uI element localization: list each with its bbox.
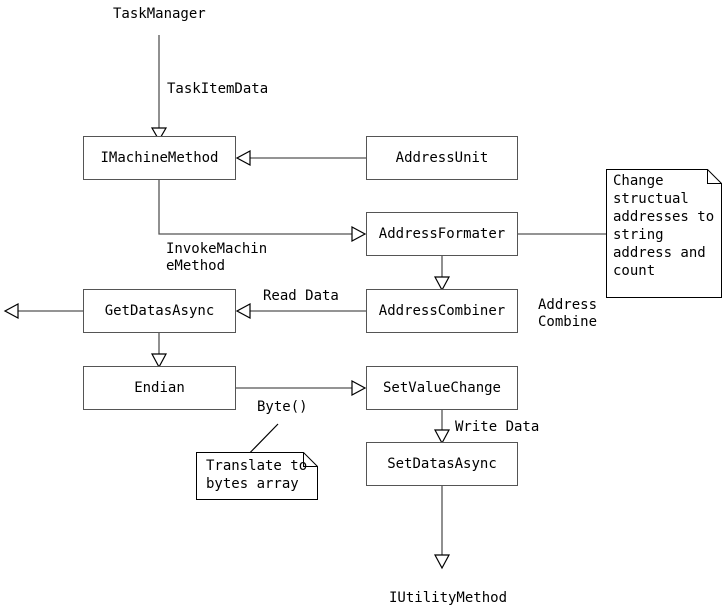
node-addresscombiner[interactable]: AddressCombiner — [366, 289, 518, 333]
label-write-data: Write Data — [455, 419, 540, 435]
note-address-text: Change structual addresses to string add… — [613, 173, 715, 279]
node-addressformater[interactable]: AddressFormater — [366, 212, 518, 256]
node-addressunit[interactable]: AddressUnit — [366, 136, 518, 180]
label-byte-call: Byte() — [257, 399, 308, 415]
edge-imachinemethod-to-addressformater — [158, 180, 352, 235]
label-address-combine: Address Combine — [538, 297, 598, 330]
note-translate-bytes[interactable]: Translate to bytes array — [196, 452, 318, 500]
label-taskitemdata: TaskItemData — [167, 81, 269, 97]
label-taskmanager: TaskManager — [113, 6, 206, 22]
node-setvaluechange[interactable]: SetValueChange — [366, 366, 518, 410]
arrowhead-addressunit — [235, 149, 251, 167]
label-iutilitymethod: IUtilityMethod — [389, 590, 508, 606]
node-setdatasasync[interactable]: SetDatasAsync — [366, 442, 518, 486]
label-read-data: Read Data — [263, 288, 339, 304]
node-imachinemethod[interactable]: IMachineMethod — [83, 136, 236, 180]
arrowhead-invokemachinemethod — [351, 225, 367, 243]
note-translate-text: Translate to bytes array — [206, 458, 308, 492]
arrowhead-getdatasasync-out — [3, 302, 19, 320]
arrowhead-iutilitymethod — [433, 554, 451, 570]
node-getdatasasync[interactable]: GetDatasAsync — [83, 289, 236, 333]
node-endian[interactable]: Endian — [83, 366, 236, 410]
note-address-transform[interactable]: Change structual addresses to string add… — [606, 169, 722, 298]
label-invokemachinemethod: InvokeMachin eMethod — [166, 241, 268, 274]
arrowhead-read-data — [235, 302, 251, 320]
arrowhead-setvaluechange — [351, 379, 367, 397]
